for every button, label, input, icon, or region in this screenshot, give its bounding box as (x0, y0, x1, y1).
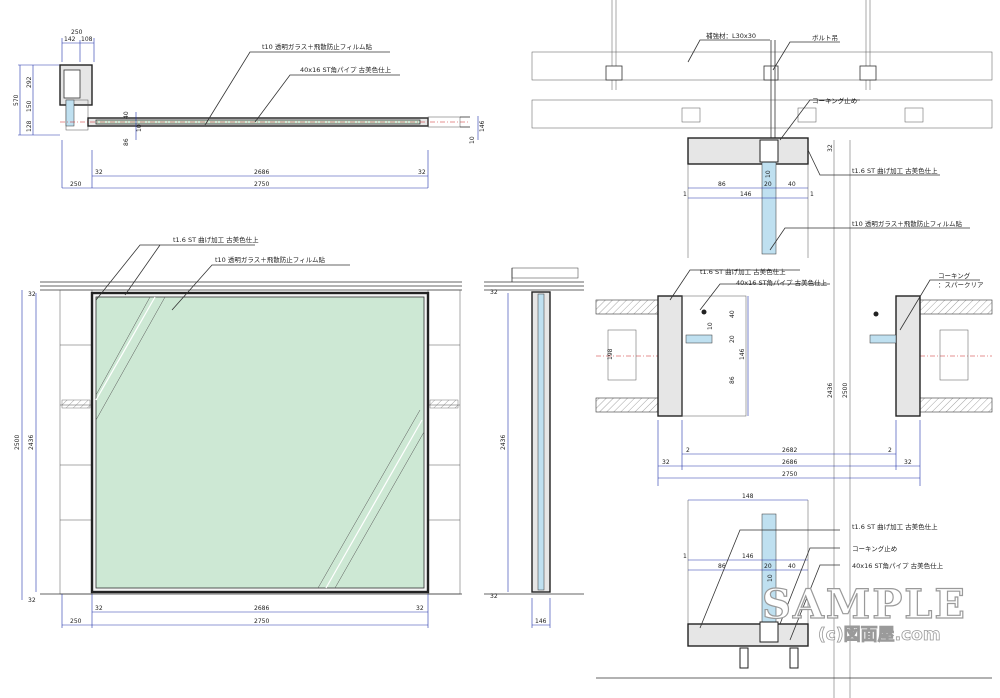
dim-250-plan: 250 (70, 181, 82, 188)
dim-250-top: 250 (71, 29, 83, 36)
note-bolt: ボルト吊 (812, 34, 838, 42)
dim-20-sill: 20 (764, 563, 772, 570)
dim-146-head: 146 (740, 191, 752, 198)
dim-2-jamb-b: 2 (888, 447, 892, 454)
dim-1-head-b: 1 (810, 191, 814, 198)
sill-detail-view: 148 146 86 20 40 1 10 t1.6 ST 曲げ加工 古美色仕上… (596, 493, 992, 679)
dim-86-sec: 86 (123, 138, 130, 146)
dim-32-head: 32 (827, 144, 834, 152)
dim-198-jamb: 198 (607, 348, 614, 360)
dim-10-right: 10 (469, 136, 476, 144)
sample-watermark: SAMPLE (c)図面屋.com (761, 580, 967, 645)
dim-250-elev: 250 (70, 618, 82, 625)
dim-148-sill: 148 (742, 493, 754, 500)
dim-32-a: 32 (95, 169, 103, 176)
note-bent-steel-head: t1.6 ST 曲げ加工 古美色仕上 (852, 166, 938, 175)
dim-32-jamb-b: 32 (904, 459, 912, 466)
dim-1-head: 1 (683, 191, 687, 198)
note-pipe-jamb: 40x16 ST角パイプ 古美色仕上 (736, 278, 828, 287)
dim-150: 150 (26, 100, 33, 112)
dim-40-head: 40 (788, 181, 796, 188)
dim-146-right: 146 (479, 120, 486, 132)
dim-40-sec: 40 (123, 111, 130, 119)
note-caulk-sill: コーキング止め (852, 544, 897, 553)
watermark-sample-text: SAMPLE (762, 581, 967, 628)
note-pipe-sill: 40x16 ST角パイプ 古美色仕上 (852, 561, 944, 570)
dim-146-side: 146 (535, 618, 547, 625)
dim-292: 292 (26, 76, 33, 88)
dim-32-side-top: 32 (490, 289, 498, 296)
note-caulk-head: コーキング止め (812, 96, 857, 105)
dim-32-elev-top: 32 (28, 291, 36, 298)
side-section-view: 2436 32 32 146 (484, 267, 584, 628)
dim-32-b: 32 (418, 169, 426, 176)
dim-86-head: 86 (718, 181, 726, 188)
dim-20-jamb: 20 (729, 335, 736, 343)
note-reinforcement: 補強材：L30x30 (706, 31, 756, 40)
dim-2750-jamb: 2750 (782, 471, 797, 478)
note-glass-plan: t10 透明ガラス＋飛散防止フィルム貼 (262, 42, 372, 51)
dim-2686-plan: 2686 (254, 169, 269, 176)
dim-2500-elev: 2500 (14, 435, 21, 450)
dim-2436-side: 2436 (500, 435, 507, 450)
watermark-site-text: (c)図面屋.com (818, 625, 941, 645)
note-bent-steel-sill: t1.6 ST 曲げ加工 古美色仕上 (852, 522, 938, 531)
note-bent-steel-elev: t1.6 ST 曲げ加工 古美色仕上 (173, 235, 259, 244)
dim-10-sec: 10 (136, 124, 143, 132)
dim-142: 142 (64, 36, 76, 43)
dim-2-jamb-a: 2 (686, 447, 690, 454)
note-sparkle-clear: ：スパークリア (938, 281, 984, 289)
dim-2750-plan: 2750 (254, 181, 269, 188)
dim-20-head: 20 (764, 181, 772, 188)
dim-2750-elev: 2750 (254, 618, 269, 625)
dim-32-e1: 32 (95, 605, 103, 612)
note-pipe-plan: 40x16 ST角パイプ 古美色仕上 (300, 65, 392, 74)
note-glass-head: t10 透明ガラス＋飛散防止フィルム貼 (852, 219, 962, 228)
dim-32-side-bot: 32 (490, 593, 498, 600)
dim-1-sill: 1 (683, 553, 687, 560)
dim-2686-elev: 2686 (254, 605, 269, 612)
dim-86-sill: 86 (718, 563, 726, 570)
note-glass-elev: t10 透明ガラス＋飛散防止フィルム貼 (215, 255, 325, 264)
front-elevation-view: t1.6 ST 曲げ加工 古美色仕上 t10 透明ガラス＋飛散防止フィルム貼 2… (14, 235, 462, 628)
dim-2686-jamb: 2686 (782, 459, 797, 466)
dim-10-sill: 10 (767, 574, 774, 582)
dim-10-head: 10 (765, 170, 772, 178)
dim-2500-jamb: 2500 (842, 383, 849, 398)
dim-32-jamb-a: 32 (662, 459, 670, 466)
note-caulking: コーキング (938, 271, 971, 280)
dim-570: 570 (13, 94, 20, 106)
note-bent-steel-jamb: t1.6 ST 曲げ加工 古美色仕上 (700, 267, 786, 276)
head-detail-view: 補強材：L30x30 ボルト吊 コーキング止め t1.6 ST 曲げ加工 古美色… (531, 0, 993, 698)
dim-2682-jamb: 2682 (782, 447, 797, 454)
dim-108: 108 (81, 36, 93, 43)
dim-32-elev-bot: 32 (28, 597, 36, 604)
dim-2436-jamb: 2436 (827, 383, 834, 398)
dim-146-sill: 146 (742, 553, 754, 560)
dim-2436-elev: 2436 (28, 435, 35, 450)
dim-40-sill: 40 (788, 563, 796, 570)
dim-146-jamb: 146 (739, 348, 746, 360)
dim-128: 128 (26, 120, 33, 132)
dim-10-jamb: 10 (707, 322, 714, 330)
dim-86-jamb: 86 (729, 376, 736, 384)
dim-40-jamb: 40 (729, 310, 736, 318)
plan-section-view: 250 142 108 570 292 150 128 40 86 10 146… (13, 29, 486, 189)
dim-32-e2: 32 (416, 605, 424, 612)
jamb-detail-view: t1.6 ST 曲げ加工 古美色仕上 40x16 ST角パイプ 古美色仕上 コー… (595, 267, 993, 486)
